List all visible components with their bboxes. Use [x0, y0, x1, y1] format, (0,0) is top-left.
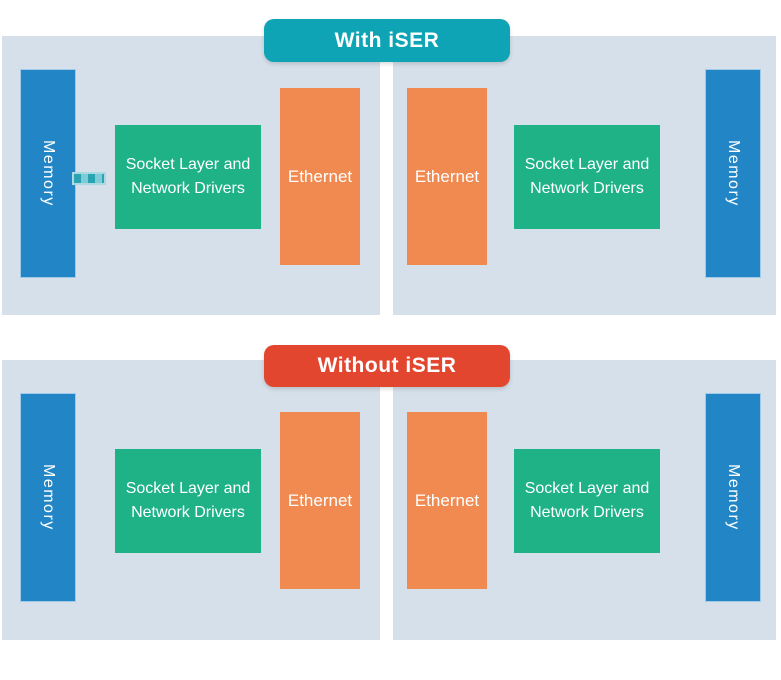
- memory-dma-connector: [72, 172, 106, 185]
- memory-label: Memory: [725, 464, 742, 531]
- ethernet-block: Ethernet: [407, 412, 487, 589]
- socket-layer-label-line1: Socket Layer and: [125, 480, 251, 497]
- memory-block: Memory: [705, 69, 761, 278]
- ethernet-label: Ethernet: [287, 490, 353, 510]
- with-iser-right-host-panel: Ethernet Socket Layer and Network Driver…: [393, 36, 776, 315]
- without-iser-left-host-panel: Memory Socket Layer and Network Drivers …: [2, 360, 380, 640]
- without-iser-banner: Without iSER: [264, 345, 510, 387]
- without-iser-banner-label: Without iSER: [317, 354, 457, 377]
- socket-layer-block: Socket Layer and Network Drivers: [514, 449, 660, 553]
- ethernet-label: Ethernet: [414, 166, 480, 186]
- with-iser-banner: With iSER: [264, 19, 510, 62]
- without-iser-right-host-panel: Ethernet Socket Layer and Network Driver…: [393, 360, 776, 640]
- socket-layer-block: Socket Layer and Network Drivers: [514, 125, 660, 229]
- memory-block: Memory: [20, 69, 76, 278]
- socket-layer-block: Socket Layer and Network Drivers: [115, 449, 261, 553]
- memory-block: Memory: [705, 393, 761, 602]
- memory-label: Memory: [40, 464, 57, 531]
- ethernet-label: Ethernet: [414, 490, 480, 510]
- ethernet-block: Ethernet: [407, 88, 487, 265]
- ethernet-label: Ethernet: [287, 166, 353, 186]
- socket-layer-label-line1: Socket Layer and: [125, 156, 251, 173]
- socket-layer-label-line1: Socket Layer and: [524, 480, 650, 497]
- ethernet-block: Ethernet: [280, 88, 360, 265]
- memory-block: Memory: [20, 393, 76, 602]
- socket-layer-label-line2: Network Drivers: [530, 180, 644, 197]
- with-iser-left-host-panel: Memory Socket Layer and Network Drivers …: [2, 36, 380, 315]
- memory-label: Memory: [40, 140, 57, 207]
- socket-layer-label-line2: Network Drivers: [530, 504, 644, 521]
- socket-layer-label-line2: Network Drivers: [131, 504, 245, 521]
- memory-label: Memory: [725, 140, 742, 207]
- socket-layer-block: Socket Layer and Network Drivers: [115, 125, 261, 229]
- ethernet-block: Ethernet: [280, 412, 360, 589]
- socket-layer-label-line2: Network Drivers: [131, 180, 245, 197]
- socket-layer-label-line1: Socket Layer and: [524, 156, 650, 173]
- with-iser-banner-label: With iSER: [334, 28, 440, 52]
